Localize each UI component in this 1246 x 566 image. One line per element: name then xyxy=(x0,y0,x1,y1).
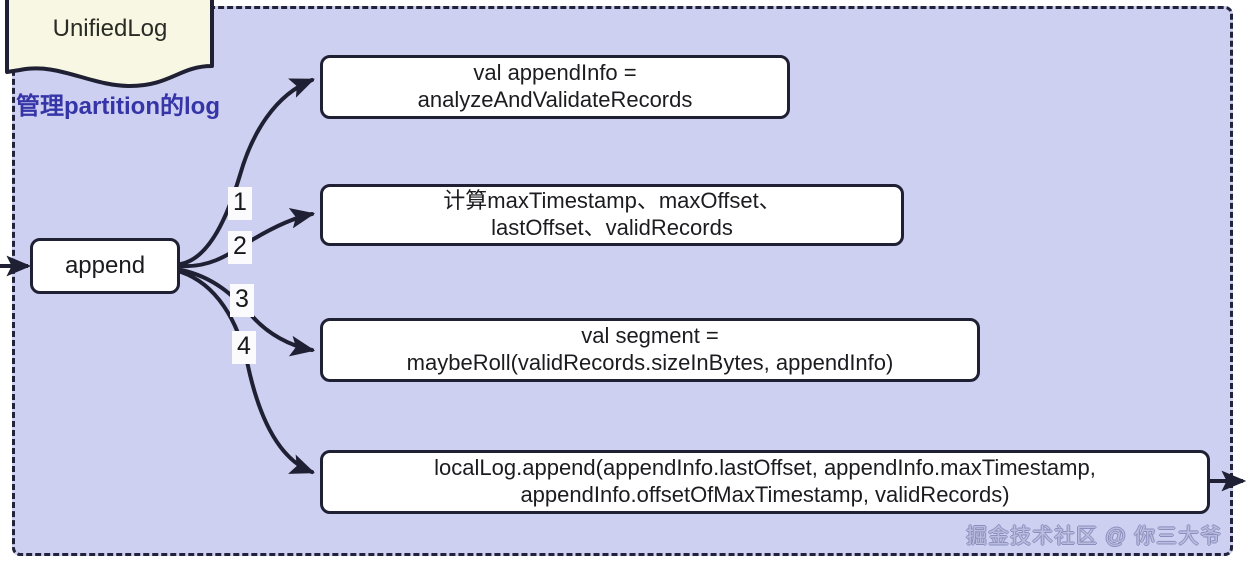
node-step-1[interactable]: val appendInfo = analyzeAndValidateRecor… xyxy=(320,55,790,119)
unified-log-note: UnifiedLog xyxy=(6,0,214,82)
watermark: 掘金技术社区 @ 你三大爷 xyxy=(966,525,1222,548)
unified-log-note-subtitle: 管理partition的log xyxy=(16,93,220,120)
node-step-4[interactable]: localLog.append(appendInfo.lastOffset, a… xyxy=(320,450,1210,514)
node-append[interactable]: append xyxy=(30,238,180,294)
edge-label-1: 1 xyxy=(228,187,252,220)
unified-log-note-label: UnifiedLog xyxy=(52,15,168,42)
edge-label-3: 3 xyxy=(230,284,254,317)
edge-label-2: 2 xyxy=(228,231,252,264)
node-step-3[interactable]: val segment = maybeRoll(validRecords.siz… xyxy=(320,318,980,382)
node-step-2[interactable]: 计算maxTimestamp、maxOffset、 lastOffset、val… xyxy=(320,184,904,246)
edge-label-4: 4 xyxy=(232,331,256,364)
